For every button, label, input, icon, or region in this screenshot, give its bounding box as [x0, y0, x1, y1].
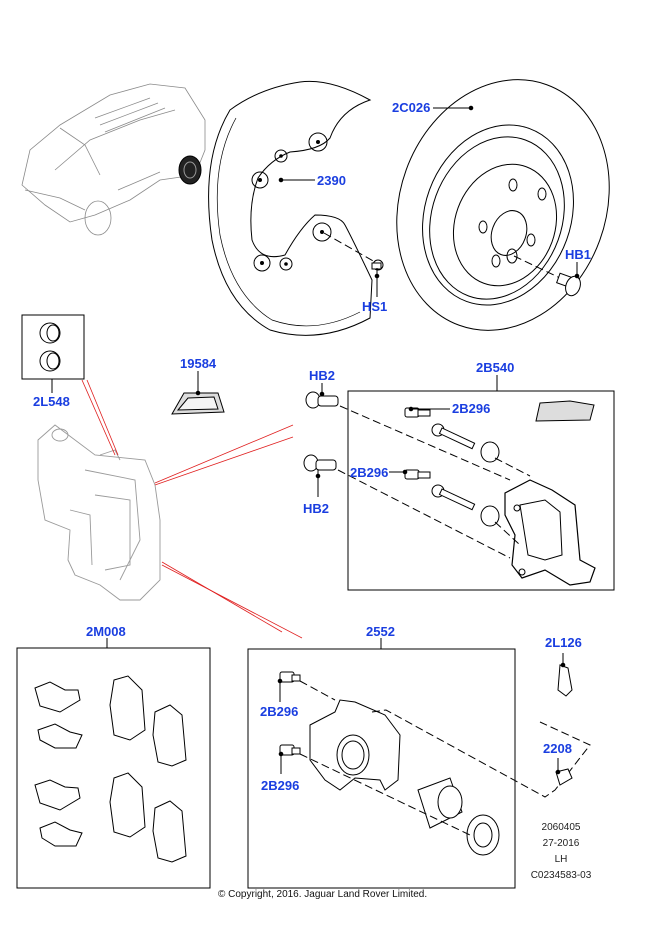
callout-carrier-bolt-upper[interactable]: HB2: [309, 368, 336, 383]
backing-plate: [208, 80, 376, 336]
brake-disc: [396, 79, 610, 331]
copyright-notice: © Copyright, 2016. Jaguar Land Rover Lim…: [218, 889, 428, 900]
revision-code: 27-2016: [542, 838, 580, 849]
illustration-number: 2060405: [541, 822, 581, 833]
callout-carrier-guide-bolt-upper[interactable]: 2B296: [452, 401, 491, 416]
callout-caliper-bolt-upper[interactable]: 2B296: [260, 704, 299, 719]
side-indicator: LH: [554, 854, 568, 865]
callout-caliper-carrier-kit[interactable]: 2B540: [476, 360, 515, 375]
caliper-assembly-box: [247, 638, 591, 889]
bleed-screw-cap: [557, 653, 573, 697]
callout-grease-sachet[interactable]: 19584: [180, 356, 217, 371]
callout-plate-screw[interactable]: HS1: [362, 299, 388, 314]
leader-lines-2b296-caliper: [277, 678, 284, 774]
caliper-reference-ghost: [37, 424, 161, 601]
pad-kit-box: [16, 638, 211, 889]
callout-carrier-guide-bolt-lower[interactable]: 2B296: [350, 465, 389, 480]
callout-brake-pad-kit[interactable]: 2M008: [86, 624, 126, 639]
leader-lines-top: [278, 105, 580, 297]
reference-code: C0234583-03: [530, 870, 592, 881]
callout-caliper-bolt-lower[interactable]: 2B296: [261, 778, 300, 793]
callout-brake-disc[interactable]: 2C026: [392, 100, 431, 115]
callout-caliper-assembly[interactable]: 2552: [366, 624, 395, 639]
callout-carrier-bolt-lower[interactable]: HB2: [303, 501, 330, 516]
callout-bleed-screw[interactable]: 2208: [543, 741, 572, 756]
vehicle-thumbnail: [21, 83, 206, 236]
carrier-bolts: [303, 391, 339, 472]
reference-lines: [81, 379, 303, 639]
callout-backing-plate[interactable]: 2390: [317, 173, 346, 188]
callout-disc-screw[interactable]: HB1: [565, 247, 592, 262]
leader-lines-2b296-carrier: [389, 406, 450, 475]
bleed-screw: [555, 758, 573, 786]
carrier-kit-box: [347, 375, 615, 591]
callout-bleed-screw-cap[interactable]: 2L126: [545, 635, 582, 650]
disc-screw: [556, 272, 581, 297]
grease-sachet: [171, 371, 225, 415]
boot-kit-box: [21, 314, 85, 393]
vehicle-rear-wheel: [178, 155, 202, 185]
leader-lines-hb2: [315, 383, 511, 559]
callout-guide-pin-boot-kit[interactable]: 2L548: [33, 394, 70, 409]
